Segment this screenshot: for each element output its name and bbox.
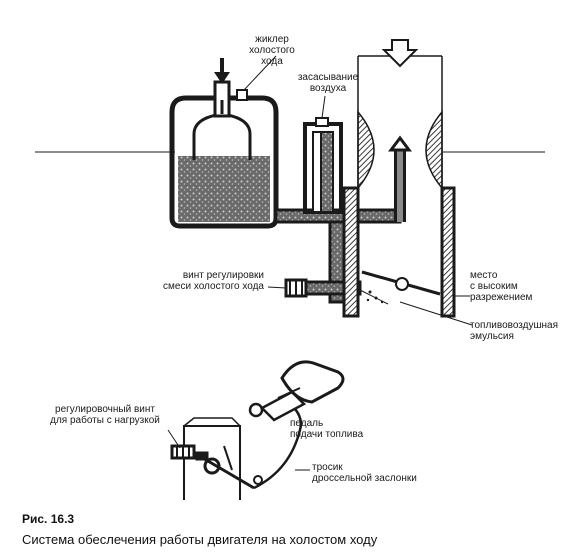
figure-caption: Система обеслечения работы двигателя на …	[22, 532, 378, 547]
label-idle-jet: жиклер холостого хода	[249, 34, 295, 67]
throttle-linkage	[167, 360, 345, 500]
label-cable: тросик дроссельной заслонки	[312, 462, 417, 484]
idle-channels	[274, 117, 406, 304]
air-inlet-arrow	[381, 39, 419, 68]
label-emulsion: топливовоздушная эмульсия	[470, 320, 558, 342]
idle-mixture-screw	[284, 278, 308, 298]
label-load-screw: регулировочный винт для работы с нагрузк…	[50, 404, 160, 426]
figure-number: Рис. 16.3	[22, 512, 75, 526]
label-pedal: педаль подачи топлива	[290, 418, 364, 440]
leader-lines	[243, 55, 473, 326]
label-idle-mixture-screw: винт регулировки смеси холостого хода	[163, 270, 264, 292]
nozzle-arrow	[388, 135, 412, 152]
fuel-inlet-arrow	[214, 58, 230, 84]
label-air-suction: засасывание воздуха	[297, 72, 359, 94]
label-low-pressure-zone: место с высоким разрежением	[470, 270, 533, 303]
float-chamber	[169, 80, 279, 229]
